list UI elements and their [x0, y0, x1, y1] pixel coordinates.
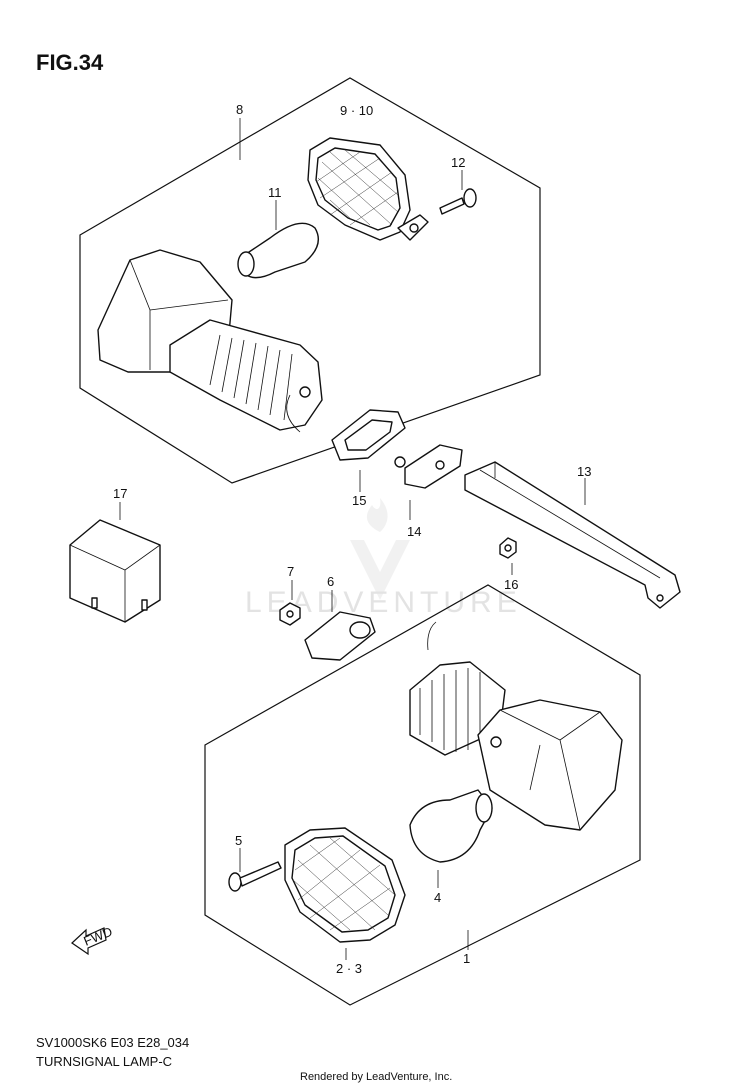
gasket-14 [394, 444, 463, 489]
callout-7: 7 [287, 564, 294, 579]
figure-title: FIG.34 [36, 50, 104, 75]
callout-14: 14 [407, 524, 421, 539]
callout-17: 17 [113, 486, 127, 501]
gasket-15 [331, 409, 406, 461]
assembly-box-upper [79, 77, 541, 484]
section-name: TURNSIGNAL LAMP-C [36, 1054, 172, 1069]
callout-8: 8 [236, 102, 243, 117]
housing-lower [409, 621, 623, 831]
bracket-13 [464, 461, 681, 609]
upper-lamp-assembly [79, 77, 541, 484]
assembly-box-lower [204, 584, 641, 1006]
callout-13: 13 [577, 464, 591, 479]
lens-upper [307, 137, 429, 241]
callout-11: 11 [268, 185, 282, 200]
relay-17 [69, 519, 161, 623]
gasket-6 [304, 611, 376, 661]
nut-16 [499, 537, 517, 559]
callout-15: 15 [352, 493, 366, 508]
screw-upper [439, 188, 477, 215]
watermark: LEADVENTURE [245, 498, 517, 619]
bulb-upper [237, 222, 319, 279]
lens-lower [284, 827, 406, 943]
callout-2-3: 2 · 3 [336, 961, 362, 976]
callout-6: 6 [327, 574, 334, 589]
forward-arrow-icon: FWD [71, 924, 115, 956]
callout-16: 16 [504, 577, 518, 592]
bulb-lower [409, 789, 493, 863]
screw-lower [228, 861, 282, 892]
callout-1: 1 [463, 951, 470, 966]
lower-lamp-assembly [204, 584, 641, 1006]
render-credit: Rendered by LeadVenture, Inc. [300, 1071, 452, 1083]
model-code: SV1000SK6 E03 E28_034 [36, 1035, 189, 1050]
callout-4: 4 [434, 890, 441, 905]
nut-7 [279, 602, 301, 626]
callout-5: 5 [235, 833, 242, 848]
fwd-label: FWD [81, 924, 114, 949]
housing-upper [97, 249, 323, 433]
leadventure-logo [350, 498, 410, 600]
callout-12: 12 [451, 155, 465, 170]
callout-9-10: 9 · 10 [340, 103, 373, 118]
